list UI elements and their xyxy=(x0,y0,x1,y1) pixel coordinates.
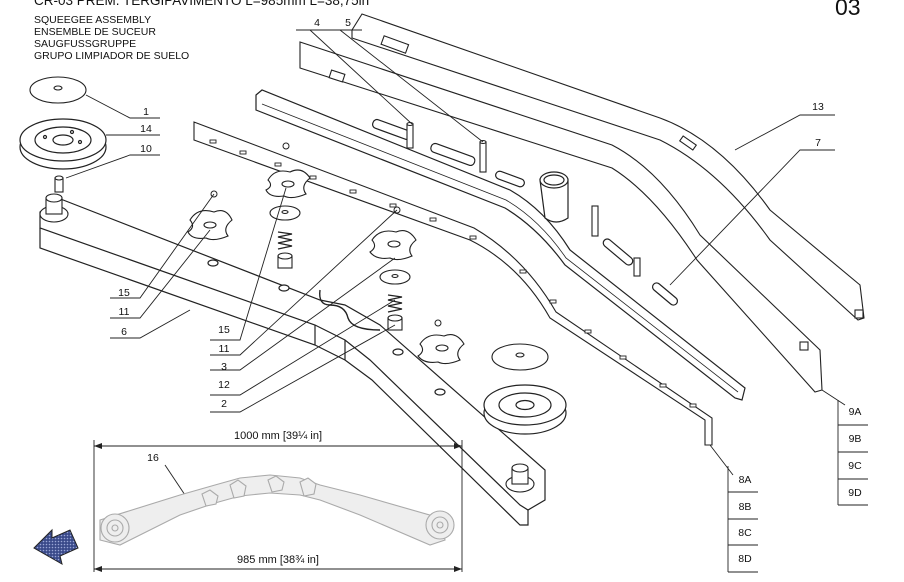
callout-3: 3 xyxy=(221,361,227,373)
wheel-14 xyxy=(19,118,107,170)
bushing-b xyxy=(387,314,403,331)
variant-9a: 9A xyxy=(849,406,862,418)
cable xyxy=(319,289,381,331)
wheel-cap-1 xyxy=(29,76,87,104)
stud-4 xyxy=(406,121,414,149)
washer-b xyxy=(379,269,411,285)
dimension-985mm: 985 mm [38¾ in] xyxy=(237,554,319,566)
variant-8b: 8B xyxy=(739,501,752,513)
page-number: 03 xyxy=(835,0,861,20)
callout-14: 14 xyxy=(140,123,152,135)
variant-8c: 8C xyxy=(738,527,752,539)
variant-table-8 xyxy=(727,466,758,573)
stud-5 xyxy=(479,139,487,173)
squeegee-blade-8 xyxy=(193,121,713,446)
washer-a xyxy=(269,205,301,221)
callout-11a: 11 xyxy=(119,306,130,318)
callout-4: 4 xyxy=(314,17,320,29)
callout-12: 12 xyxy=(218,379,230,391)
variant-9c: 9C xyxy=(848,460,862,472)
star-knob-b xyxy=(187,210,233,241)
subtitle-spanish: GRUPO LIMPIADOR DE SUELO xyxy=(34,50,190,62)
subtitle-french: ENSEMBLE DE SUCEUR xyxy=(34,26,156,38)
callout-16: 16 xyxy=(147,452,159,464)
small-screws xyxy=(210,142,442,327)
callout-5: 5 xyxy=(345,17,351,29)
variant-9d: 9D xyxy=(848,487,862,499)
page-title: CR-03 PREM. TERGIPAVIMENTO L=985mm L=38,… xyxy=(34,0,370,8)
star-knob-d xyxy=(417,334,465,365)
bushing-a xyxy=(277,252,293,269)
dimension-1000mm: 1000 mm [39¼ in] xyxy=(234,430,322,442)
callout-15a: 15 xyxy=(118,287,130,299)
variant-8a: 8A xyxy=(739,474,752,486)
spring-a xyxy=(277,231,293,250)
studs-extra xyxy=(591,205,641,277)
star-knob-a xyxy=(265,169,311,199)
variant-8d: 8D xyxy=(738,553,752,565)
wheel-pin-10 xyxy=(54,175,64,193)
blade-clamp-strip xyxy=(255,89,746,401)
spring-b xyxy=(387,294,403,313)
callout-10: 10 xyxy=(140,143,152,155)
frame-wheel-post-left xyxy=(39,193,69,223)
callout-1: 1 xyxy=(143,106,149,118)
star-knob-c xyxy=(369,230,417,261)
wheel-right xyxy=(483,384,567,435)
subtitle-german: SAUGFUSSGRUPPE xyxy=(34,38,137,50)
squeegee-blade-13 xyxy=(351,13,865,321)
callout-6: 6 xyxy=(121,326,127,338)
callout-7: 7 xyxy=(815,137,821,149)
callout-15b: 15 xyxy=(218,324,230,336)
variant-9b: 9B xyxy=(849,433,862,445)
callout-2: 2 xyxy=(221,398,227,410)
dimension-view xyxy=(93,440,463,572)
variant-table-9 xyxy=(837,400,868,506)
wheel-cap-right xyxy=(491,343,549,371)
direction-arrow-icon xyxy=(33,528,79,566)
callout-11b: 11 xyxy=(219,343,230,355)
squeegee-frame-6 xyxy=(39,197,546,526)
frame-silhouette-16 xyxy=(99,474,455,546)
subtitle-english: SQUEEGEE ASSEMBLY xyxy=(34,14,152,26)
callout-13: 13 xyxy=(812,101,824,113)
hose-connector xyxy=(539,171,569,223)
leader-lines xyxy=(65,29,846,496)
frame-wheel-post-right xyxy=(505,463,535,493)
